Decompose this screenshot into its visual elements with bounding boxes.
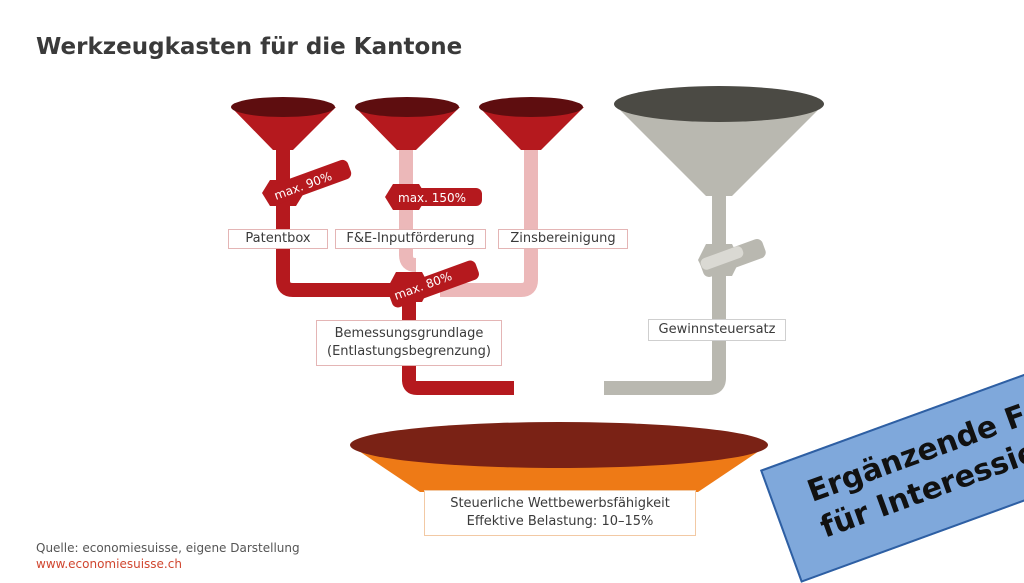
valve-label-fue: max. 150% bbox=[398, 191, 466, 205]
result-basin bbox=[350, 422, 768, 492]
footer-url[interactable]: www.economiesuisse.ch bbox=[36, 557, 182, 571]
label-zinsbereinigung: Zinsbereinigung bbox=[498, 229, 628, 249]
label-gewinnsteuersatz: Gewinnsteuersatz bbox=[648, 319, 786, 341]
valve-gewinnsteuer bbox=[698, 239, 766, 277]
funnel-gewinnsteuer bbox=[614, 86, 824, 196]
patentbox-pipe bbox=[276, 150, 420, 297]
bemessung-line2: (Entlastungsbegrenzung) bbox=[327, 344, 491, 359]
label-fue-inputfoerderung: F&E-Inputförderung bbox=[335, 229, 486, 249]
merge-output-pipe bbox=[402, 300, 514, 395]
result-line2: Effektive Belastung: 10–15% bbox=[466, 514, 654, 529]
bemessung-line1: Bemessungsgrundlage bbox=[334, 326, 484, 341]
label-patentbox: Patentbox bbox=[228, 229, 328, 249]
zins-pipe bbox=[440, 150, 538, 297]
funnel-fue bbox=[355, 97, 460, 150]
valve-merge bbox=[388, 260, 479, 308]
pipes bbox=[276, 150, 726, 395]
label-bemessungsgrundlage: Bemessungsgrundlage (Entlastungsbegrenzu… bbox=[316, 320, 502, 366]
footer-source: Quelle: economiesuisse, eigene Darstellu… bbox=[36, 541, 300, 555]
funnel-zins bbox=[479, 97, 584, 150]
page-title: Werkzeugkasten für die Kantone bbox=[36, 34, 463, 60]
fue-pipe bbox=[399, 150, 417, 272]
funnel-patentbox bbox=[231, 97, 336, 150]
valve-fue bbox=[385, 184, 482, 210]
result-line1: Steuerliche Wettbewerbsfähigkeit bbox=[450, 496, 670, 511]
label-steuerliche-wettbewerbsfaehigkeit: Steuerliche Wettbewerbsfähigkeit Effekti… bbox=[424, 490, 696, 536]
gewinnsteuer-pipe bbox=[604, 190, 726, 395]
valve-patentbox bbox=[262, 159, 352, 206]
